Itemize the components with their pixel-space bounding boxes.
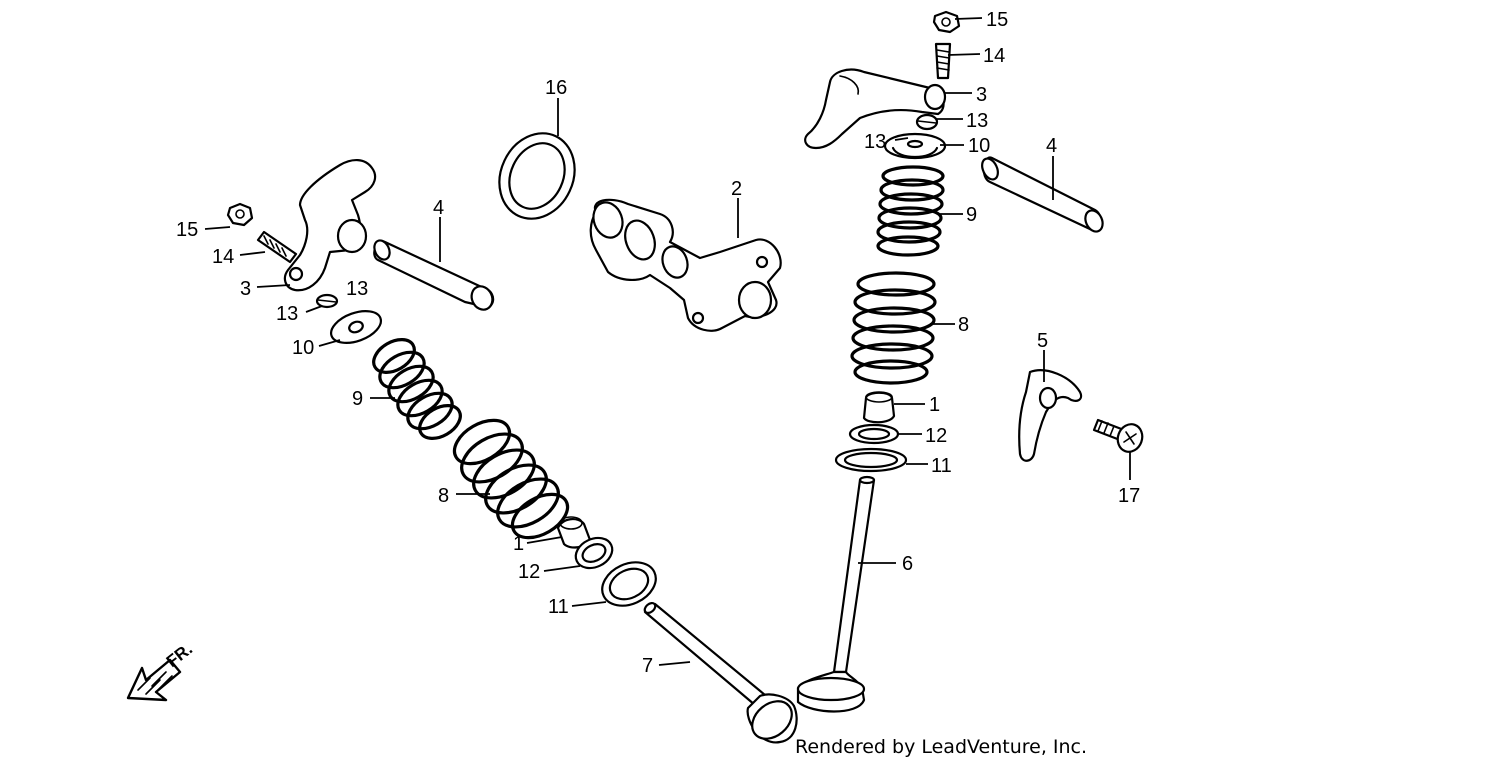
callout-right-10: 10 [968, 135, 990, 157]
right-spring-seat [834, 447, 908, 473]
left-spring-retainer [330, 310, 382, 344]
callout-left-13b: 13 [276, 303, 298, 325]
right-spring-retainer [883, 132, 947, 160]
callout-labels: 15 14 3 13 13 10 4 9 8 1 12 11 7 16 2 15… [176, 9, 1140, 677]
guide-plate-bolt [1092, 418, 1144, 453]
left-valve-cotter [315, 293, 339, 309]
callout-right-5: 5 [1037, 330, 1048, 352]
left-inner-spring [372, 338, 462, 440]
left-spring-seat [601, 561, 657, 607]
callout-left-14: 14 [212, 246, 234, 268]
callout-left-3: 3 [240, 278, 251, 300]
callout-center-16: 16 [545, 77, 567, 99]
callout-right-17: 17 [1118, 485, 1140, 507]
o-ring-seal [498, 132, 576, 220]
left-rocker-shaft [373, 239, 495, 311]
left-valve [643, 601, 798, 744]
callout-right-15: 15 [986, 9, 1008, 31]
callout-left-15: 15 [176, 219, 198, 241]
callout-right-11: 11 [931, 455, 952, 477]
front-direction-arrow: FR. [126, 639, 196, 702]
right-rocker-arm [804, 68, 947, 150]
left-rocker-arm [283, 159, 377, 292]
leader-lines [204, 17, 1131, 666]
right-inner-spring [876, 165, 945, 257]
right-rocker-shaft [981, 156, 1104, 233]
left-spring-seat-washer [574, 536, 614, 570]
cam-chain-guide-plate [1018, 369, 1083, 462]
callout-right-4: 4 [1046, 135, 1057, 157]
callout-right-13a: 13 [966, 110, 988, 132]
camshaft [589, 198, 782, 332]
callout-right-14: 14 [983, 45, 1005, 67]
callout-left-7: 7 [642, 655, 653, 677]
callout-left-4: 4 [433, 197, 444, 219]
callout-left-13a: 13 [346, 278, 368, 300]
callout-center-2: 2 [731, 178, 742, 200]
callout-right-1: 1 [929, 394, 940, 416]
callout-right-13b: 13 [864, 131, 886, 153]
callout-right-12: 12 [925, 425, 947, 447]
callout-left-8: 8 [438, 485, 449, 507]
callout-right-6: 6 [902, 553, 913, 575]
right-valve-cotter [915, 113, 939, 131]
callout-right-3: 3 [976, 84, 987, 106]
right-adjuster-nut [932, 10, 961, 34]
left-outer-spring [452, 418, 570, 540]
right-stem-seal [862, 391, 896, 424]
right-spring-seat-washer [848, 423, 900, 445]
right-outer-spring [850, 271, 937, 385]
left-adjuster-nut [226, 202, 254, 227]
callout-left-11: 11 [548, 596, 569, 618]
callout-left-12: 12 [518, 561, 540, 583]
left-stem-seal [556, 516, 592, 549]
callout-left-1: 1 [513, 533, 524, 555]
credit-text: Rendered by LeadVenture, Inc. [795, 736, 1087, 758]
left-adjuster-screw [256, 230, 298, 264]
callout-right-9: 9 [966, 204, 977, 226]
callout-left-9: 9 [352, 388, 363, 410]
callout-left-10: 10 [292, 337, 314, 359]
right-valve [796, 475, 876, 713]
callout-right-8: 8 [958, 314, 969, 336]
right-adjuster-screw [934, 42, 952, 80]
